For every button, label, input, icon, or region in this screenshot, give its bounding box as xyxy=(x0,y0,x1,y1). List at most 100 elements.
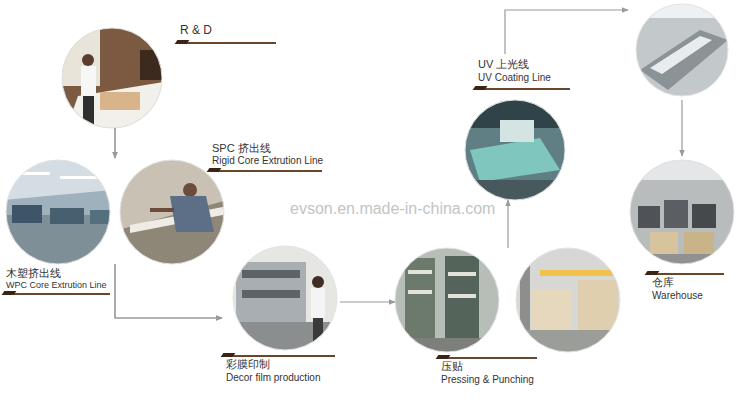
photo-light xyxy=(60,176,100,179)
label-underline xyxy=(474,88,570,90)
photo-sheet xyxy=(100,92,140,110)
photo-machine xyxy=(12,205,42,223)
underline-tip xyxy=(221,353,236,357)
flow-arrow xyxy=(115,264,222,318)
step-title: 彩膜印制 xyxy=(226,358,270,371)
photo-rim xyxy=(465,100,565,200)
decor-photo xyxy=(231,244,341,354)
photo-press xyxy=(236,262,306,322)
spc-photo xyxy=(118,158,228,268)
punch-photo xyxy=(514,246,624,356)
photo-hall xyxy=(628,158,738,268)
photo-person xyxy=(313,318,323,348)
photo-rim xyxy=(62,28,162,128)
photo-roof xyxy=(634,4,732,18)
step-subtitle: Decor film production xyxy=(226,372,320,384)
label-underline xyxy=(437,357,537,359)
watermark: evson.en.made-in-china.com xyxy=(290,200,495,218)
photo-hall xyxy=(514,246,624,356)
photo-rim xyxy=(6,160,110,264)
photo-light xyxy=(10,172,50,175)
photo-press xyxy=(445,256,479,346)
step-title: 压贴 xyxy=(441,360,463,373)
photo-table xyxy=(66,82,164,130)
wpc-photo xyxy=(4,158,114,270)
photo-stack xyxy=(578,280,618,330)
photo-rim xyxy=(120,160,224,264)
label-underline xyxy=(646,273,724,275)
flow-arrow xyxy=(115,264,222,318)
photo-machine xyxy=(640,30,728,90)
photo-rim xyxy=(233,246,337,350)
flow-arrow xyxy=(114,128,115,158)
photo-roller xyxy=(242,290,300,298)
photo-floor xyxy=(393,338,503,356)
photo-person xyxy=(150,208,174,212)
photo-roof xyxy=(4,158,114,200)
photo-rim xyxy=(636,4,728,96)
photo-hall xyxy=(393,246,503,356)
photo-press xyxy=(405,258,435,344)
photo-wall xyxy=(60,26,164,130)
photo-pallet xyxy=(638,206,660,228)
photo-line xyxy=(118,200,228,268)
flow-arrow xyxy=(507,200,508,248)
step-subtitle: Pressing & Punching xyxy=(441,374,534,386)
photo-rim xyxy=(516,248,620,352)
underline-tip xyxy=(2,291,17,295)
photo-rim xyxy=(630,160,734,264)
process-step: R & D xyxy=(62,22,280,128)
underline-tip xyxy=(175,40,190,44)
photo-beam xyxy=(540,270,614,276)
photo-pallet xyxy=(650,232,678,254)
flow-arrow xyxy=(505,10,628,54)
photo-roller xyxy=(242,270,300,278)
underline-tip xyxy=(473,86,488,90)
label-underline xyxy=(222,355,335,357)
photo-hall xyxy=(231,244,341,354)
step-subtitle: WPC Core Extrution Line xyxy=(6,280,107,290)
photo-pallet xyxy=(692,204,716,228)
process-step: 仓库Warehouse xyxy=(628,4,736,304)
photo-pallet xyxy=(664,200,688,228)
photo-person xyxy=(82,54,94,66)
process-step: 压贴Pressing & Punching xyxy=(395,248,620,388)
photo-person xyxy=(83,96,94,130)
photo-pallet xyxy=(684,232,714,254)
flow-arrow xyxy=(114,128,115,158)
label-underline xyxy=(176,42,276,44)
photo-rim xyxy=(395,248,499,352)
photo-person xyxy=(183,183,197,197)
step-title: R & D xyxy=(180,24,212,38)
press-photo xyxy=(393,246,503,356)
photo-stack xyxy=(532,290,572,330)
photo-plate xyxy=(448,294,476,298)
flow-arrow xyxy=(681,100,682,156)
photo-board xyxy=(650,36,712,74)
photo-hall xyxy=(463,98,569,204)
photo-plate xyxy=(408,290,432,294)
photo-table xyxy=(470,138,560,182)
photo-floor xyxy=(231,322,341,354)
rd-photo xyxy=(60,26,164,130)
process-step: UV 上光线UV Coating Line xyxy=(465,54,570,200)
photo-plate xyxy=(408,270,432,274)
underline-tip xyxy=(645,271,660,275)
photo-machine xyxy=(500,120,534,142)
photo-person xyxy=(81,66,96,96)
warehouse-photo xyxy=(628,158,738,268)
photo-machine xyxy=(50,208,84,224)
photo-person xyxy=(312,276,324,288)
uv-photo xyxy=(463,98,569,204)
step-title: 仓库 xyxy=(652,276,674,289)
line-photo xyxy=(634,2,732,100)
label-underline xyxy=(3,293,110,295)
underline-tip xyxy=(207,168,222,172)
photo-floor xyxy=(628,254,738,268)
process-step: 彩膜印制Decor film production xyxy=(222,246,340,386)
photo-person xyxy=(311,288,325,318)
photo-hall xyxy=(118,158,228,268)
step-subtitle: Rigid Core Extrution Line xyxy=(212,155,323,167)
step-title: 木塑挤出线 xyxy=(6,267,61,280)
